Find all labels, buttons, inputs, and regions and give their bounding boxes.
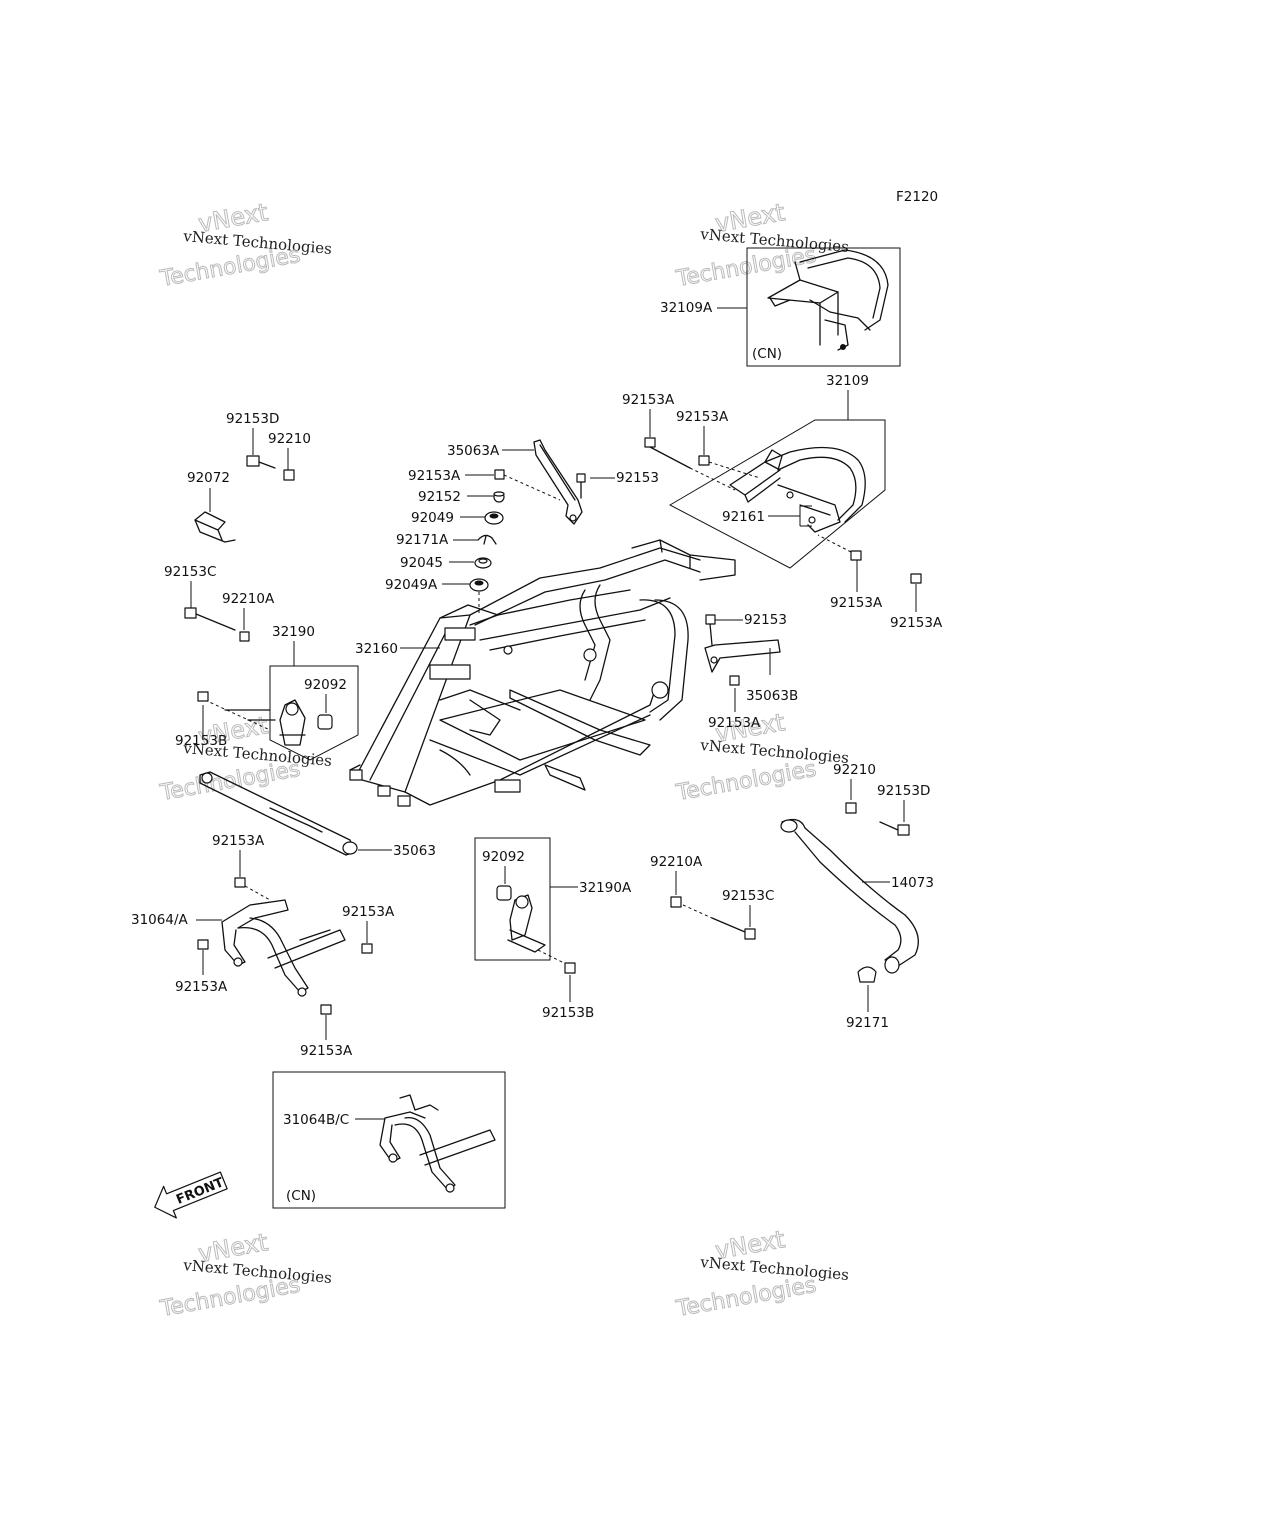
carrier-outline	[668, 419, 886, 569]
bolt-icon	[729, 675, 740, 686]
bolt-icon	[197, 691, 209, 702]
watermark-line3: Technologies	[158, 1273, 303, 1322]
label-92153D-right: 92153D	[877, 783, 930, 799]
label-92171: 92171	[846, 1015, 889, 1031]
label-31064A: 31064/A	[131, 912, 188, 928]
label-92161: 92161	[722, 509, 765, 525]
label-92153A-carrier-1: 92153A	[622, 392, 675, 408]
watermark-mid-right: vNext vNext Technologies Technologies	[673, 708, 850, 807]
watermark-line3: Technologies	[674, 757, 819, 806]
label-92153B-left: 92153B	[175, 733, 227, 749]
bolt-icon	[234, 877, 271, 901]
bolt-icon	[564, 962, 576, 974]
bolt-icon	[246, 455, 295, 481]
label-31064BC: 31064B/C	[283, 1112, 349, 1128]
bolt-icon	[320, 1004, 332, 1015]
label-32160: 32160	[355, 641, 398, 657]
engine-mount-box-32190a	[474, 837, 551, 961]
bolt-icon	[644, 437, 736, 491]
cn-label-top: (CN)	[752, 346, 782, 362]
bolt-icon	[670, 896, 756, 940]
bolt-icon	[197, 939, 209, 950]
bracket-31064	[221, 899, 346, 997]
rear-carrier-cn-illustration	[767, 249, 889, 351]
label-92092-right: 92092	[482, 849, 525, 865]
label-92153B-right: 92153B	[542, 1005, 594, 1021]
label-92153A-right: 92153A	[708, 715, 761, 731]
engine-mount-illustration	[496, 885, 546, 953]
label-92049: 92049	[411, 510, 454, 526]
watermark-line2: vNext Technologies	[699, 736, 850, 767]
bolt-icon	[361, 943, 373, 954]
stay-bracket-35063a	[533, 439, 583, 525]
label-92152: 92152	[418, 489, 461, 505]
stay-rod-35063	[199, 771, 358, 856]
clip-icon	[477, 534, 497, 545]
label-32109A: 32109A	[660, 300, 713, 316]
label-92049A: 92049A	[385, 577, 438, 593]
label-35063A: 35063A	[447, 443, 500, 459]
label-92210-left: 92210	[268, 431, 311, 447]
cn-label-bottom: (CN)	[286, 1188, 316, 1204]
label-35063B: 35063B	[746, 688, 798, 704]
label-92153A-lower-3: 92153A	[175, 979, 228, 995]
bolt-icon	[705, 614, 716, 646]
label-92210A-right: 92210A	[650, 854, 703, 870]
label-92153C-left: 92153C	[164, 564, 216, 580]
engine-mount-illustration	[279, 699, 333, 746]
main-frame-illustration	[349, 539, 736, 807]
watermark-top-left: vNext vNext Technologies Technologies	[157, 198, 332, 293]
label-92153C-right: 92153C	[722, 888, 774, 904]
bolt-icon	[184, 607, 250, 642]
grommet-icon	[484, 511, 504, 525]
label-92153A-lower-2: 92153A	[342, 904, 395, 920]
bolt-icon	[910, 573, 922, 584]
label-92092-left: 92092	[304, 677, 347, 693]
watermark-bottom-left: vNext vNext Technologies Technologies	[157, 1228, 332, 1323]
label-92153A-lower-1: 92153A	[212, 833, 265, 849]
label-92171A: 92171A	[396, 532, 449, 548]
watermark-line3: Technologies	[158, 243, 303, 292]
label-92153A-carrier-3: 92153A	[830, 595, 883, 611]
stay-bracket-35063b	[704, 639, 781, 673]
hose-14073	[780, 818, 919, 974]
watermark-top-right: vNext vNext Technologies Technologies	[673, 198, 849, 293]
label-92045: 92045	[400, 555, 443, 571]
label-32190: 32190	[272, 624, 315, 640]
watermark-bottom-right: vNext vNext Technologies Technologies	[673, 1225, 849, 1323]
collar-icon	[493, 491, 505, 503]
label-92153A-carrier-4: 92153A	[890, 615, 943, 631]
label-14073: 14073	[891, 875, 934, 891]
rear-carrier-illustration	[729, 446, 866, 533]
engine-mount-outline	[269, 665, 359, 761]
inset-box-31064bc	[272, 1071, 506, 1209]
front-arrow-icon: FRONT	[154, 1171, 228, 1219]
bolt-icon	[845, 802, 910, 836]
grommet-icon	[469, 578, 489, 615]
band-icon	[194, 511, 236, 543]
label-92153A-lower-4: 92153A	[300, 1043, 353, 1059]
label-32190A: 32190A	[579, 880, 632, 896]
bracket-31064bc	[379, 1094, 496, 1193]
inset-box-32109a	[746, 247, 901, 367]
label-92153D-left: 92153D	[226, 411, 279, 427]
label-92153A-carrier-2: 92153A	[676, 409, 729, 425]
label-92210-right: 92210	[833, 762, 876, 778]
bolt-icon	[494, 469, 561, 501]
spacer-icon	[474, 557, 492, 569]
bolt-icon	[576, 473, 586, 499]
bolt-icon	[817, 534, 862, 561]
diagram-code: F2120	[896, 189, 938, 205]
label-92153-right: 92153	[744, 612, 787, 628]
label-92210A-left: 92210A	[222, 591, 275, 607]
label-92153A-stack: 92153A	[408, 468, 461, 484]
label-32109: 32109	[826, 373, 869, 389]
clamp-icon	[857, 966, 877, 983]
label-92153-stack: 92153	[616, 470, 659, 486]
watermark-line3: Technologies	[674, 1273, 819, 1322]
label-35063: 35063	[393, 843, 436, 859]
label-92072: 92072	[187, 470, 230, 486]
bolt-icon	[698, 455, 761, 479]
